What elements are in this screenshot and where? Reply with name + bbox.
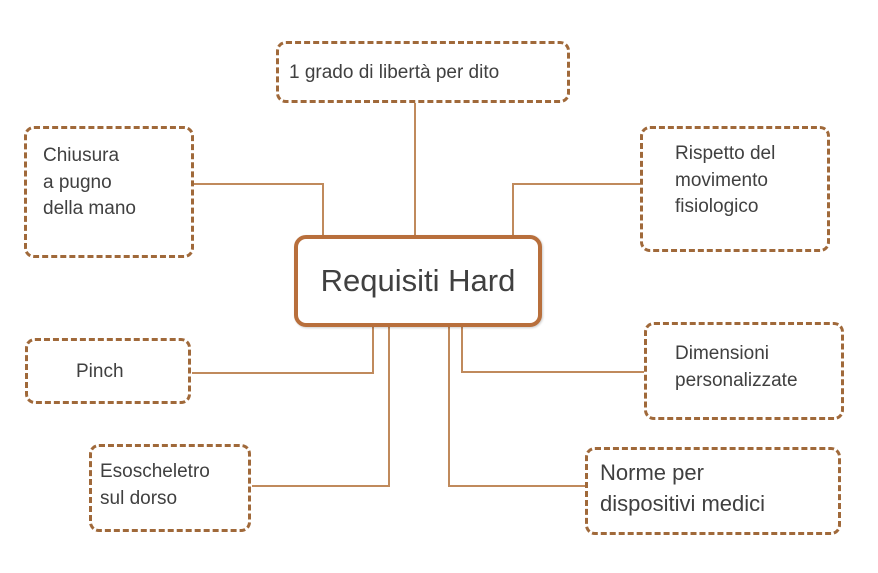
node-dims-label: Dimensioni personalizzate	[675, 343, 798, 391]
connector-pinch	[192, 325, 374, 374]
connector-exo	[252, 325, 390, 487]
node-physio: Rispetto del movimento fisiologico	[640, 126, 830, 252]
node-pinch-label: Pinch	[76, 361, 124, 382]
node-norms-label: Norme per dispositivi medici	[600, 460, 766, 516]
connector-fist	[193, 183, 324, 236]
central-node: Requisiti Hard	[294, 235, 542, 327]
connector-physio	[512, 183, 641, 236]
node-exo: Esoscheletro sul dorso	[89, 444, 251, 532]
node-dof: 1 grado di libertà per dito	[276, 41, 570, 103]
node-physio-label: Rispetto del movimento fisiologico	[675, 143, 776, 218]
node-fist-label: Chiusura a pugno della mano	[43, 145, 136, 220]
node-exo-label: Esoscheletro sul dorso	[100, 461, 210, 509]
node-norms: Norme per dispositivi medici	[585, 447, 841, 535]
node-dims: Dimensioni personalizzate	[644, 322, 844, 420]
central-node-label: Requisiti Hard	[320, 263, 516, 298]
node-fist: Chiusura a pugno della mano	[24, 126, 194, 258]
connector-norms	[448, 325, 586, 487]
connector-dims	[461, 325, 645, 373]
node-dof-label: 1 grado di libertà per dito	[289, 62, 500, 83]
node-pinch: Pinch	[25, 338, 191, 404]
